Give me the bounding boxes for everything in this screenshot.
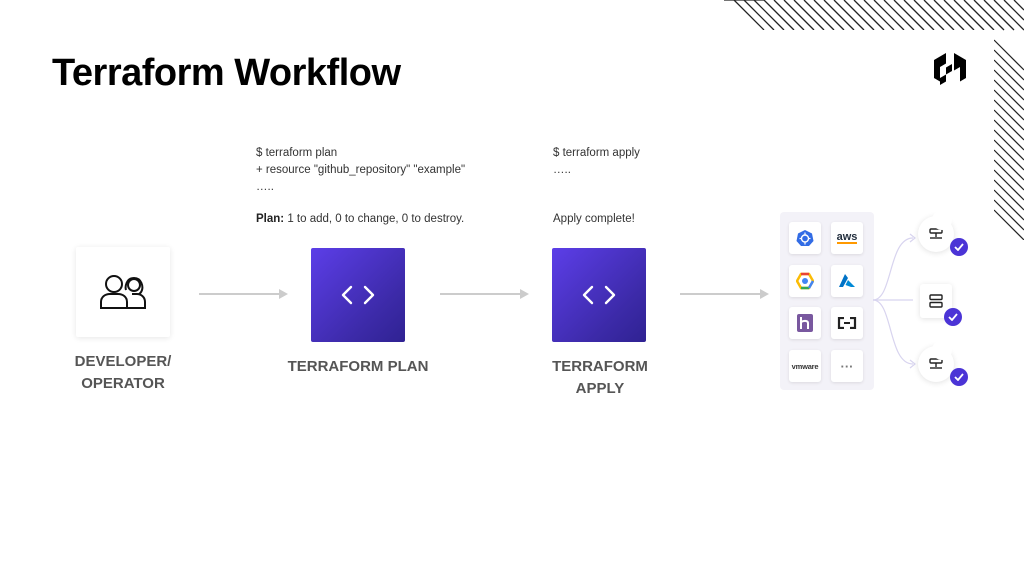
check-icon	[950, 368, 968, 386]
plan-summary-label: Plan:	[256, 213, 285, 225]
plan-command-output: $ terraform plan + resource "github_repo…	[256, 145, 465, 228]
vmware-label: vmware	[791, 361, 819, 371]
server-stack-icon	[929, 294, 943, 308]
terraform-apply-card	[552, 248, 646, 342]
terraform-apply-label: TERRAFORM APPLY	[552, 358, 648, 397]
check-icon	[950, 238, 968, 256]
apply-ellipsis-line: …..	[553, 164, 571, 176]
apply-command-line: $ terraform apply	[553, 147, 640, 159]
plan-ellipsis-line: …..	[256, 181, 274, 193]
apply-command-output: $ terraform apply ….. Apply complete!	[553, 145, 640, 228]
provider-connectors	[872, 233, 916, 369]
kubernetes-tile	[789, 222, 821, 254]
cloud-resource-top-extra	[932, 210, 952, 230]
developer-label: DEVELOPER/ OPERATOR	[74, 353, 172, 392]
check-icon	[944, 308, 962, 326]
developer-card	[76, 247, 170, 337]
vmware-tile: vmware	[789, 350, 821, 382]
plan-summary-line: Plan: 1 to add, 0 to change, 0 to destro…	[256, 211, 465, 228]
aws-label: aws	[836, 231, 858, 244]
alibaba-cloud-icon	[837, 317, 857, 329]
cloud-server-icon	[929, 358, 943, 369]
plan-resource-line: + resource "github_repository" "example"	[256, 164, 466, 176]
azure-tile	[831, 265, 863, 297]
providers-panel: aws vmware ···	[780, 212, 874, 390]
plan-command-line: $ terraform plan	[256, 147, 338, 159]
terraform-plan-label: TERRAFORM PLAN	[287, 358, 429, 375]
cloud-resource-bottom-extra	[932, 340, 952, 360]
code-brackets-icon	[582, 285, 616, 305]
people-icon	[100, 275, 146, 309]
code-brackets-icon	[341, 285, 375, 305]
aws-tile: aws	[831, 222, 863, 254]
gcp-icon	[796, 272, 814, 290]
arrow-apply-to-providers	[680, 289, 769, 299]
plan-summary-text: 1 to add, 0 to change, 0 to destroy.	[284, 213, 465, 225]
hashicorp-logo	[934, 53, 966, 85]
azure-icon	[839, 274, 855, 287]
terraform-plan-card	[311, 248, 405, 342]
alibaba-tile	[831, 307, 863, 339]
apply-summary-line: Apply complete!	[553, 213, 635, 225]
arrow-plan-to-apply	[440, 289, 529, 299]
more-providers-label: ···	[840, 358, 854, 374]
gcp-tile	[789, 265, 821, 297]
arrow-developer-to-plan	[199, 289, 288, 299]
kubernetes-icon	[796, 230, 814, 246]
decorative-hatching	[724, 0, 1024, 240]
heroku-tile	[789, 307, 821, 339]
heroku-icon	[797, 314, 813, 332]
cloud-resource-bottom	[918, 346, 954, 382]
page-title: Terraform Workflow	[52, 52, 401, 94]
more-providers-tile: ···	[831, 350, 863, 382]
cloud-server-icon	[929, 228, 943, 239]
